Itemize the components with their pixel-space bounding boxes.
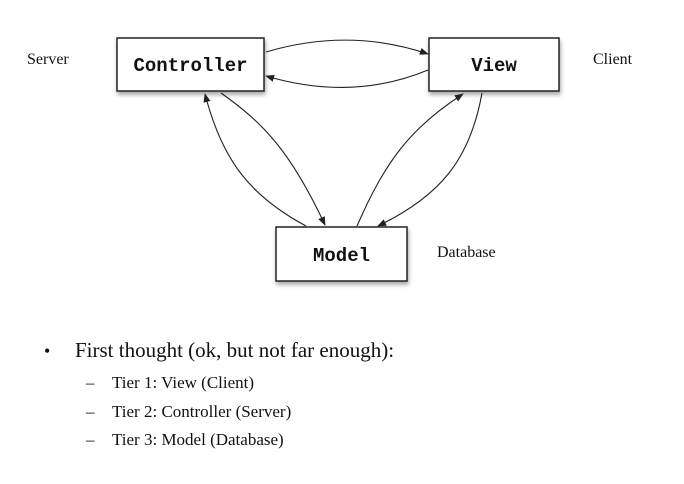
- model-label: Model: [313, 245, 370, 267]
- arrow-controller-to-model: [220, 92, 326, 226]
- arrow-model-to-view: [356, 93, 464, 227]
- controller-box: [116, 37, 265, 92]
- bullet-item: • First thought (ok, but not far enough)…: [44, 336, 644, 365]
- notes: • First thought (ok, but not far enough)…: [44, 336, 644, 455]
- model-node: Model: [275, 226, 408, 282]
- arrow-controller-to-view: [265, 39, 429, 55]
- tier-item-3: – Tier 3: Model (Database): [44, 426, 644, 455]
- arrow-view-to-model: [377, 92, 483, 227]
- view-box: [428, 37, 560, 92]
- dash-marker: –: [86, 401, 95, 421]
- server-label: Server: [27, 51, 69, 68]
- tier-text: Tier 1: View (Client): [112, 373, 255, 392]
- tier-text: Tier 3: Model (Database): [112, 430, 284, 449]
- dash-marker: –: [86, 430, 95, 449]
- view-node: View: [428, 37, 560, 92]
- view-label: View: [471, 55, 517, 77]
- tier-text: Tier 2: Controller (Server): [112, 401, 292, 421]
- arrow-model-to-controller: [203, 93, 307, 227]
- controller-label: Controller: [133, 55, 247, 77]
- bullet-text: First thought (ok, but not far enough):: [75, 338, 395, 362]
- model-box: [275, 226, 408, 282]
- arrow-view-to-controller: [265, 69, 429, 88]
- database-label: Database: [437, 244, 496, 261]
- tier-list: – Tier 1: View (Client) – Tier 2: Contro…: [44, 369, 644, 455]
- tier-item-2: – Tier 2: Controller (Server): [44, 398, 644, 427]
- tier-item-1: – Tier 1: View (Client): [44, 369, 644, 398]
- bullet-marker: •: [44, 341, 51, 361]
- dash-marker: –: [86, 373, 95, 392]
- controller-node: Controller: [116, 37, 265, 92]
- client-label: Client: [593, 51, 633, 68]
